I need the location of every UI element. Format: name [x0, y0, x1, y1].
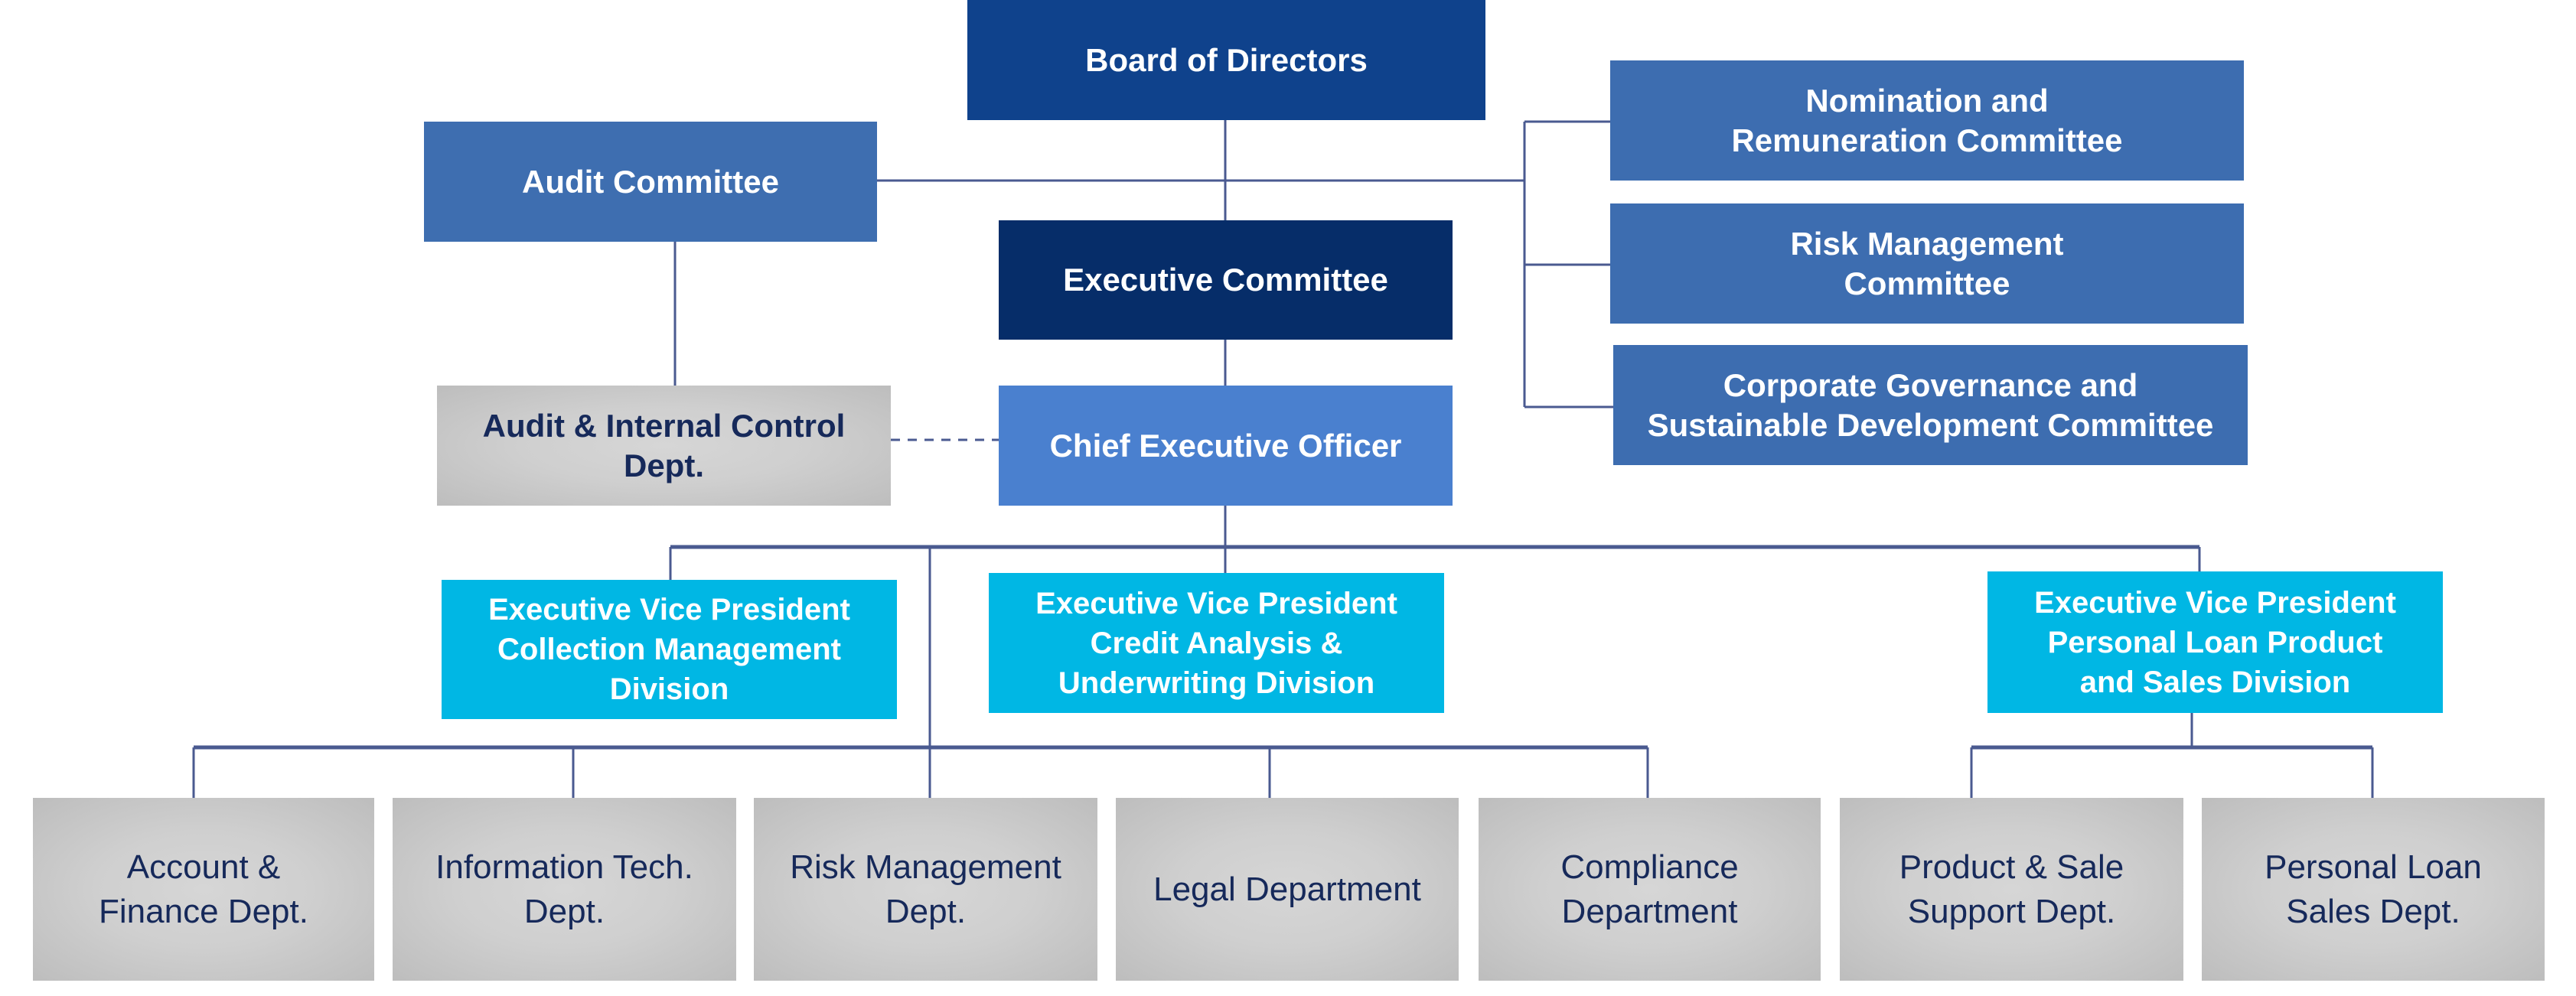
audit-committee: Audit Committee	[424, 122, 877, 242]
executive-committee: Executive Committee	[999, 220, 1453, 340]
dept-legal: Legal Department	[1116, 798, 1459, 981]
audit-internal-control-dept: Audit & Internal Control Dept.	[437, 386, 891, 506]
dept-risk-management: Risk Management Dept.	[754, 798, 1097, 981]
evp-collection-management: Executive Vice President Collection Mana…	[442, 580, 897, 719]
risk-management-committee: Risk Management Committee	[1610, 203, 2244, 324]
dept-compliance: Compliance Department	[1479, 798, 1821, 981]
corporate-governance-committee: Corporate Governance and Sustainable Dev…	[1613, 345, 2248, 465]
dept-account-finance: Account & Finance Dept.	[33, 798, 374, 981]
dept-personal-loan-sales: Personal Loan Sales Dept.	[2202, 798, 2545, 981]
nomination-remuneration-committee: Nomination and Remuneration Committee	[1610, 60, 2244, 181]
board-of-directors: Board of Directors	[967, 0, 1485, 120]
evp-credit-analysis-underwriting: Executive Vice President Credit Analysis…	[989, 573, 1444, 713]
dept-information-tech: Information Tech. Dept.	[393, 798, 736, 981]
chief-executive-officer: Chief Executive Officer	[999, 386, 1453, 506]
evp-personal-loan-product-sales: Executive Vice President Personal Loan P…	[1987, 571, 2443, 713]
dept-product-sale-support: Product & Sale Support Dept.	[1840, 798, 2183, 981]
